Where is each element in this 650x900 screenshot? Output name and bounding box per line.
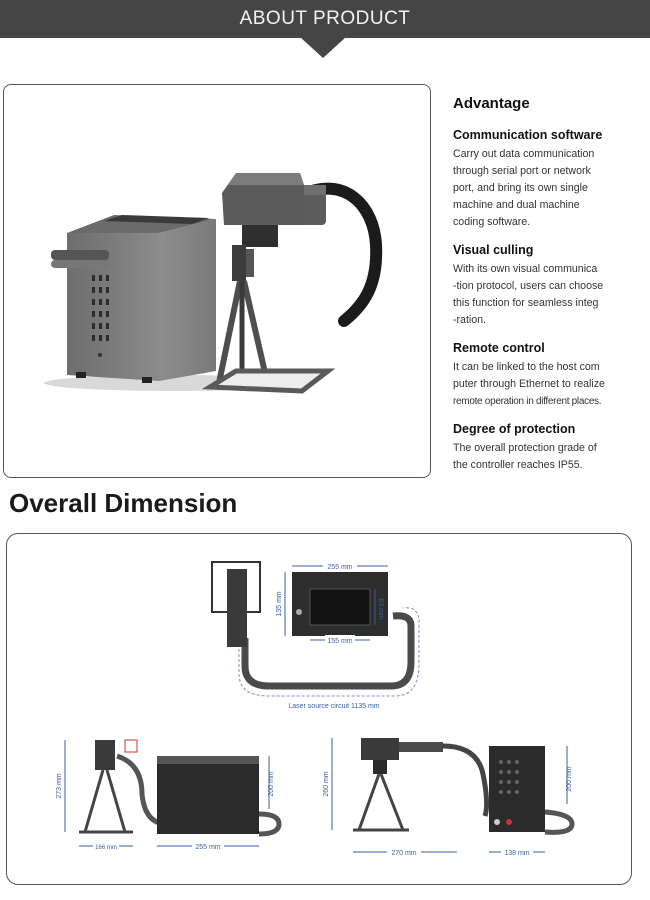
- advantage-text-line: With its own visual communica: [453, 263, 598, 275]
- section-title-overall-dimension: Overall Dimension: [9, 488, 238, 518]
- advantage-text-line: -ration.: [453, 314, 486, 326]
- advantage-title: Advantage: [453, 95, 530, 112]
- banner-arrow: [300, 37, 346, 58]
- advantage-text-line: the controller reaches IP55.: [453, 459, 583, 471]
- dimension-drawing-frame: 255 mm 135 mm 155 mm 83 mm Laser source …: [6, 533, 632, 885]
- advantage-text-line: It can be linked to the host com: [453, 361, 600, 373]
- advantage-item: Remote control It can be linked to the h…: [453, 341, 643, 410]
- dim-label-front-box-height: 200 mm: [566, 766, 573, 791]
- advantage-text-line: Carry out data communication: [453, 148, 595, 160]
- dim-label-top-height: 135 mm: [276, 591, 283, 616]
- page-title: ABOUT PRODUCT: [239, 8, 411, 29]
- advantage-heading: Communication software: [453, 128, 603, 142]
- advantage-item: Visual culling With its own visual commu…: [453, 243, 643, 329]
- product-image: [44, 173, 383, 394]
- advantage-text-line: -tion protocol, users can choose: [453, 280, 604, 292]
- dim-label-front-box-width: 138 mm: [504, 850, 529, 857]
- top-view: 255 mm 135 mm 155 mm 83 mm Laser source …: [211, 561, 420, 711]
- advantage-heading: Degree of protection: [453, 422, 576, 436]
- advantage-text-line: The overall protection grade of: [453, 442, 597, 454]
- advantage-text-line: coding software.: [453, 216, 531, 228]
- advantage-text-line: puter through Ethernet to realize: [453, 378, 605, 390]
- dim-label-side-height: 273 mm: [56, 773, 63, 798]
- dim-label-front-height: 260 mm: [323, 771, 330, 796]
- advantage-text-line: port, and bring its own single: [453, 182, 588, 194]
- dim-label-top-inner-height: 83 mm: [377, 598, 384, 620]
- product-photo-frame: [3, 84, 431, 478]
- header-banner: [0, 0, 650, 38]
- dim-label-front-head-width: 270 mm: [391, 850, 416, 857]
- dim-label-side-box-height: 200 mm: [268, 771, 275, 796]
- dim-label-top-inner-width: 155 mm: [327, 638, 352, 645]
- advantage-text-line: remote operation in different places.: [453, 396, 602, 407]
- advantage-heading: Visual culling: [453, 243, 534, 257]
- side-view: 273 mm 166 mm 255 mm 200 mm: [56, 739, 282, 851]
- advantage-text-line: through serial port or network: [453, 165, 591, 177]
- dim-label-cable: Laser source circuit 1135 mm: [288, 703, 379, 710]
- advantage-item: Communication software Carry out data co…: [453, 128, 643, 231]
- advantage-heading: Remote control: [453, 341, 545, 355]
- advantage-section: Advantage Communication software Carry o…: [453, 95, 643, 486]
- front-view: 260 mm 270 mm 138 mm 200 mm: [323, 738, 575, 857]
- dim-label-top-width: 255 mm: [327, 564, 352, 571]
- dim-label-side-box-width: 255 mm: [195, 844, 220, 851]
- advantage-item: Degree of protection The overall protect…: [453, 422, 643, 474]
- dim-label-side-base: 166 mm: [95, 845, 117, 851]
- advantage-text-line: machine and dual machine: [453, 199, 580, 211]
- dimension-drawing: 255 mm 135 mm 155 mm 83 mm Laser source …: [56, 561, 575, 857]
- advantage-text-line: this function for seamless integ: [453, 297, 599, 309]
